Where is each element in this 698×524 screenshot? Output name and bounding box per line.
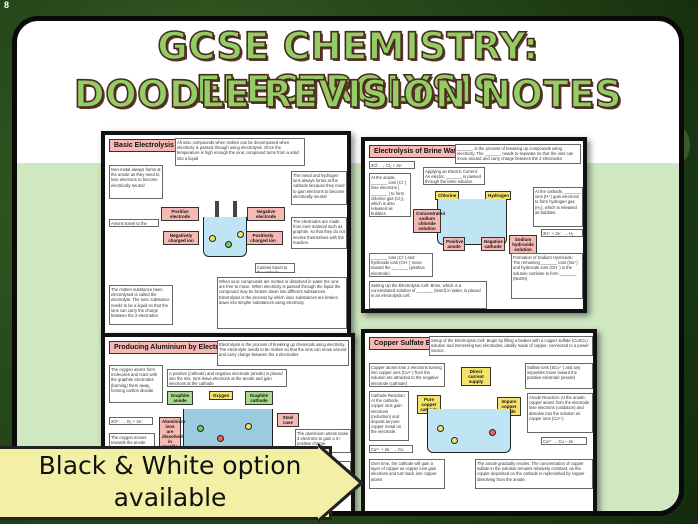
- ion: [437, 425, 444, 432]
- cation-label: Cations travel to the cathode: [255, 263, 295, 273]
- panel-copper-sulfate-electrolysis: Copper Sulfate Electrolysis Setup of the…: [361, 329, 597, 511]
- steel-case-label: Steel case: [277, 413, 299, 427]
- electrode-note: A positive (cathode) and negative electr…: [167, 369, 287, 387]
- banner-line-2: available: [113, 483, 227, 512]
- negative-cathode-label: Negative cathode: [481, 237, 505, 251]
- ion: [225, 241, 232, 248]
- graphite-anode-label: Graphite anode: [167, 391, 193, 405]
- graphite-cathode-label: Graphite cathode: [245, 391, 273, 405]
- banner-line-1: Black & White option: [38, 451, 302, 480]
- cathode-equation: 2H⁺ + 2e⁻ → H₂: [541, 229, 583, 237]
- intro-text: Setup of the Electrolysis Cell: Begin by…: [429, 336, 593, 356]
- direct-current-label: Direct current supply: [461, 367, 491, 386]
- panel-title: Electrolysis of Brine Water: [369, 145, 468, 158]
- panel-basic-electrolysis: Basic Electrolysis All ionic compounds w…: [101, 131, 351, 339]
- anode-note: Non-metal always forms at the anode as t…: [109, 165, 163, 199]
- ion: [209, 235, 216, 242]
- setup-note: Setting Up the Electrolysis Cell: Brine,…: [369, 281, 487, 309]
- sulfate-ions-note: Sulfate ions (SO₄²⁻) and any impurities …: [525, 363, 593, 389]
- panel-title: Basic Electrolysis: [109, 139, 179, 152]
- anode-reaction-note: Anode Reaction: At the anode, copper ato…: [527, 393, 593, 433]
- ion: [197, 425, 204, 432]
- title-line-1: GCSE CHEMISTRY: ELECTROLYSIS: [157, 24, 539, 112]
- slide-frame: GCSE CHEMISTRY: ELECTROLYSIS DOODLE REVI…: [12, 16, 684, 516]
- molten-note: The molten substance been electrolysed i…: [109, 285, 173, 325]
- cathode-note: The metal and hydrogen ions always forms…: [291, 171, 347, 205]
- positively-charged-label: Positively charged ion: [243, 231, 283, 245]
- intro-text: _______ is the process of breaking up co…: [455, 144, 581, 164]
- hydroxide-note: _______ ions (Cl⁻) and hydroxide ions (O…: [369, 253, 433, 277]
- gradually-note: The anode gradually erodes. The concentr…: [475, 459, 593, 489]
- title-line-2: DOODLE REVISION NOTES: [73, 72, 623, 117]
- positive-electrode-label: Positive electrode: [161, 207, 199, 221]
- cathode-note: At the cathode, _______ ions (H⁺) gain e…: [533, 187, 583, 227]
- intro-text: All ionic compounds when molten can be d…: [175, 138, 305, 166]
- over-time-note: Over time, the cathode will gain a layer…: [369, 459, 445, 489]
- formation-note: Formation of Sodium Hydroxide: The remai…: [511, 253, 583, 299]
- anode-note: At the anode, _______ ions (Cl⁻) lose el…: [369, 173, 411, 217]
- anion-label: Anions travel to the anode: [109, 219, 159, 227]
- banner-arrow-fill: [318, 447, 359, 519]
- anode-equation: 2O²⁻ → O₂ + 4e⁻: [109, 417, 153, 425]
- sodium-hydroxide-label: Sodium hydroxide solution: [509, 235, 537, 254]
- ion: [237, 231, 244, 238]
- concentrated-solution-label: Concentrated sodium chloride solution: [413, 209, 445, 233]
- negatively-charged-label: Negatively charged ion: [163, 231, 199, 245]
- intro-text: Electrolysis is the process of breaking …: [217, 340, 349, 366]
- current-note: Applying an Electric Current: An electri…: [423, 167, 485, 185]
- ion: [217, 435, 224, 442]
- panel-brine-electrolysis: Electrolysis of Brine Water _______ is t…: [361, 137, 587, 313]
- oxygen-label: Oxygen: [209, 391, 233, 400]
- anode-equation: 2Cl⁻ → Cl₂ + 2e⁻: [369, 161, 415, 169]
- copper-ions-note: Copper atoms lose 2 electrons turning in…: [369, 363, 445, 387]
- black-white-banner: Black & White option available: [0, 443, 370, 524]
- anode-equation: Cu²⁺ → Cu – 2e: [541, 437, 587, 445]
- ion: [451, 437, 458, 444]
- positive-anode-label: Positive anode: [443, 237, 465, 251]
- cathode-reaction-note: Cathode Reaction: At the cathode, copper…: [369, 391, 409, 441]
- ion: [245, 423, 252, 430]
- bottom-note: When ionic compounds are melted or disso…: [217, 277, 347, 329]
- electrodes-note: The electrodes are made from inert mater…: [291, 217, 347, 249]
- oxygen-molecules-note: The oxygen atoms form molecules and reac…: [109, 365, 163, 403]
- negative-electrode-label: Negative electrode: [247, 207, 285, 221]
- corner-mark: 8: [4, 0, 10, 10]
- cathode-equation: Cu²⁺ + 2e⁻ → Cu: [369, 445, 413, 453]
- banner-text: Black & White option available: [0, 450, 340, 514]
- ion: [489, 429, 496, 436]
